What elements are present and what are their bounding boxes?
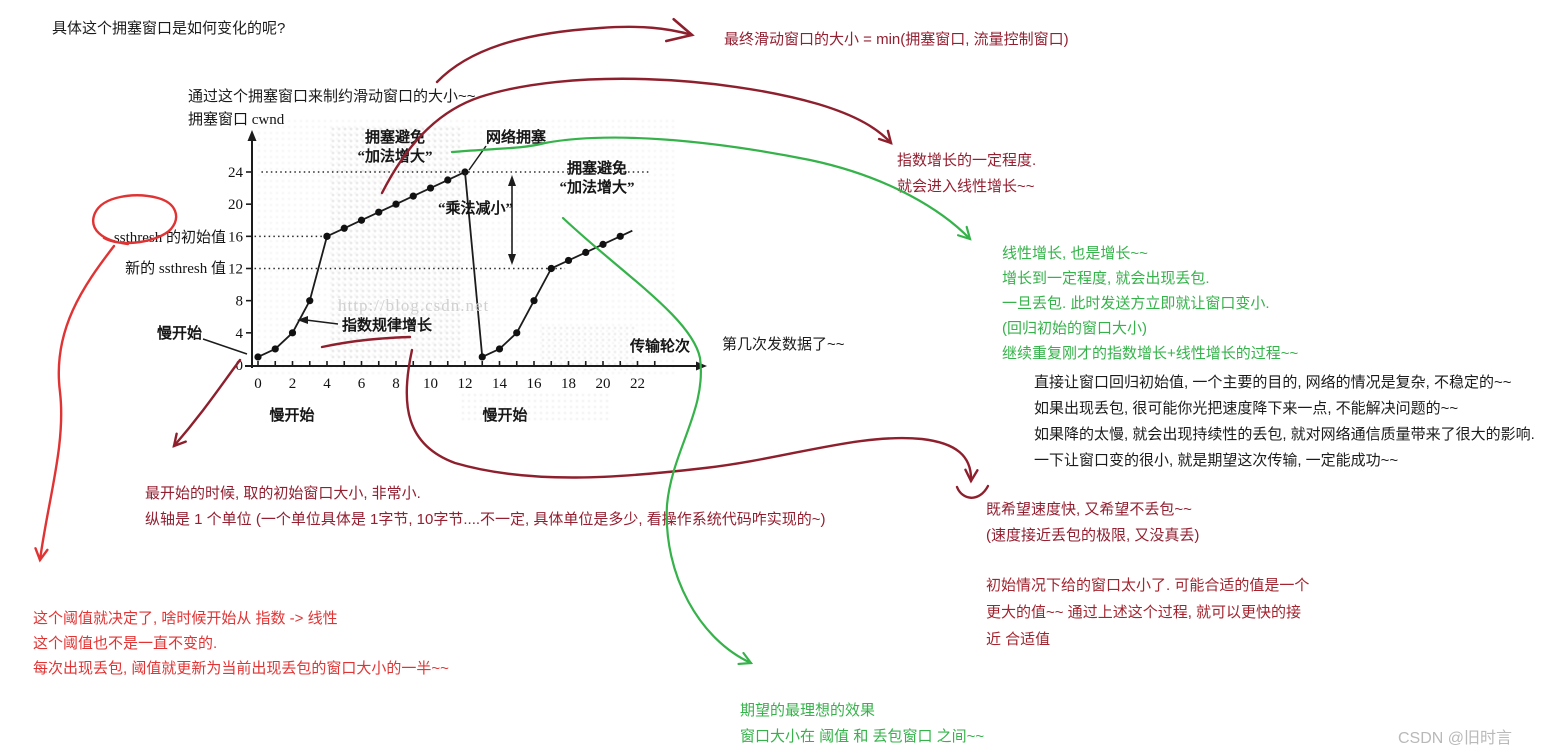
svg-text:12: 12 (228, 261, 243, 277)
svg-text:16: 16 (527, 376, 543, 392)
svg-text:4: 4 (236, 326, 244, 342)
note-line: 近 合适值 (986, 631, 1051, 648)
note-line: (回归初始的窗口大小) (1002, 320, 1147, 337)
note-line: 一旦丢包. 此时发送方立即就让窗口变小. (1002, 295, 1270, 312)
note-exp-to-linear: 指数增长的一定程度. 就会进入线性增长~~ (897, 148, 1036, 200)
note-transmission-rounds: 第几次发数据了~~ (722, 336, 845, 353)
red-arrow-down-left (34, 244, 116, 563)
note-want-fast-no-loss: 既希望速度快, 又希望不丢包~~ (速度接近丢包的极限, 又没真丢) (986, 497, 1199, 549)
note-linear-growth-green: 线性增长, 也是增长~~ 增长到一定程度, 就会出现丢包. 一旦丢包. 此时发送… (1002, 241, 1298, 366)
svg-text:14: 14 (492, 376, 508, 392)
note-line: 每次出现丢包, 阈值就更新为当前出现丢包的窗口大小的一半~~ (33, 660, 449, 677)
scan-noise-patch (460, 392, 610, 422)
svg-text:0: 0 (236, 358, 244, 374)
svg-text:4: 4 (323, 376, 331, 392)
note-line: 就会进入线性增长~~ (897, 178, 1035, 195)
svg-text:22: 22 (630, 376, 645, 392)
note-line: 指数增长的一定程度. (897, 152, 1037, 169)
svg-text:8: 8 (236, 294, 244, 310)
note-line: 直接让窗口回归初始值, 一个主要的目的, 网络的情况是复杂, 不稳定的~~ (1034, 374, 1512, 391)
note-line: 更大的值~~ 通过上述这个过程, 就可以更快的接 (986, 604, 1302, 621)
arrow-curl-flourish (955, 484, 990, 499)
note-ideal-effect: 期望的最理想的效果 窗口大小在 阈值 和 丢包窗口 之间~~ (740, 698, 984, 750)
note-line: 最开始的时候, 取的初始窗口大小, 非常小. (145, 485, 421, 502)
scan-noise-patch (256, 118, 676, 378)
svg-text:10: 10 (423, 376, 438, 392)
circle-around-ssthresh (92, 194, 178, 246)
label-ssthresh-new: 新的 ssthresh 值 (125, 260, 226, 277)
note-line: 如果降的太慢, 就会出现持续性的丢包, 就对网络通信质量带来了很大的影响. (1034, 426, 1535, 443)
note-line: 这个阈值就决定了, 啥时候开始从 指数 -> 线性 (33, 610, 338, 627)
note-constrain-sliding-window: 通过这个拥塞窗口来制约滑动窗口的大小~~ (188, 88, 476, 105)
note-line: 线性增长, 也是增长~~ (1002, 245, 1148, 262)
note-line: 既希望速度快, 又希望不丢包~~ (986, 501, 1192, 518)
note-initial-window-small: 最开始的时候, 取的初始窗口大小, 非常小. 纵轴是 1 个单位 (一个单位具体… (145, 481, 825, 533)
csdn-watermark: CSDN @旧时言 (1398, 730, 1513, 747)
note-initial-too-small: 初始情况下给的窗口太小了. 可能合适的值是一个 更大的值~~ 通过上述这个过程,… (986, 572, 1309, 653)
arrow-to-min-formula (435, 17, 695, 84)
svg-text:18: 18 (561, 376, 576, 392)
label-slow-start-bottom-1: 慢开始 (269, 406, 314, 424)
svg-text:0: 0 (254, 376, 262, 392)
note-line: 一下让窗口变的很小, 就是期望这次传输, 一定能成功~~ (1034, 452, 1399, 469)
note-line: 增长到一定程度, 就会出现丢包. (1002, 270, 1210, 287)
label-slow-start-left: 慢开始 (157, 324, 202, 342)
note-min-formula: 最终滑动窗口的大小 = min(拥塞窗口, 流量控制窗口) (724, 31, 1069, 48)
note-threshold-rules: 这个阈值就决定了, 啥时候开始从 指数 -> 线性 这个阈值也不是一直不变的. … (33, 606, 449, 681)
arrow-to-initial-small-note (172, 358, 242, 448)
svg-text:6: 6 (358, 376, 366, 392)
svg-text:16: 16 (228, 229, 244, 245)
svg-text:2: 2 (289, 376, 297, 392)
note-question-top: 具体这个拥塞窗口是如何变化的呢? (52, 20, 286, 37)
svg-text:8: 8 (392, 376, 400, 392)
label-ssthresh-initial: ssthresh 的初始值 (114, 229, 226, 246)
note-why-reset-window: 直接让窗口回归初始值, 一个主要的目的, 网络的情况是复杂, 不稳定的~~ 如果… (1034, 370, 1535, 474)
note-line: 窗口大小在 阈值 和 丢包窗口 之间~~ (740, 728, 985, 745)
slow-start-leader-line (202, 338, 248, 355)
note-line: (速度接近丢包的极限, 又没真丢) (986, 527, 1200, 544)
note-line: 这个阈值也不是一直不变的. (33, 635, 218, 652)
x-axis-arrowhead-icon (696, 361, 707, 371)
svg-text:24: 24 (228, 165, 244, 181)
svg-text:12: 12 (458, 376, 473, 392)
note-line: 继续重复刚才的指数增长+线性增长的过程~~ (1002, 345, 1299, 362)
note-line: 纵轴是 1 个单位 (一个单位具体是 1字节, 10字节....不一定, 具体单… (145, 511, 826, 528)
note-line: 如果出现丢包, 很可能你光把速度降下来一点, 不能解决问题的~~ (1034, 400, 1459, 417)
svg-text:20: 20 (228, 197, 243, 213)
svg-text:20: 20 (596, 376, 611, 392)
note-line: 初始情况下给的窗口太小了. 可能合适的值是一个 (986, 577, 1310, 594)
note-line: 期望的最理想的效果 (740, 702, 876, 719)
